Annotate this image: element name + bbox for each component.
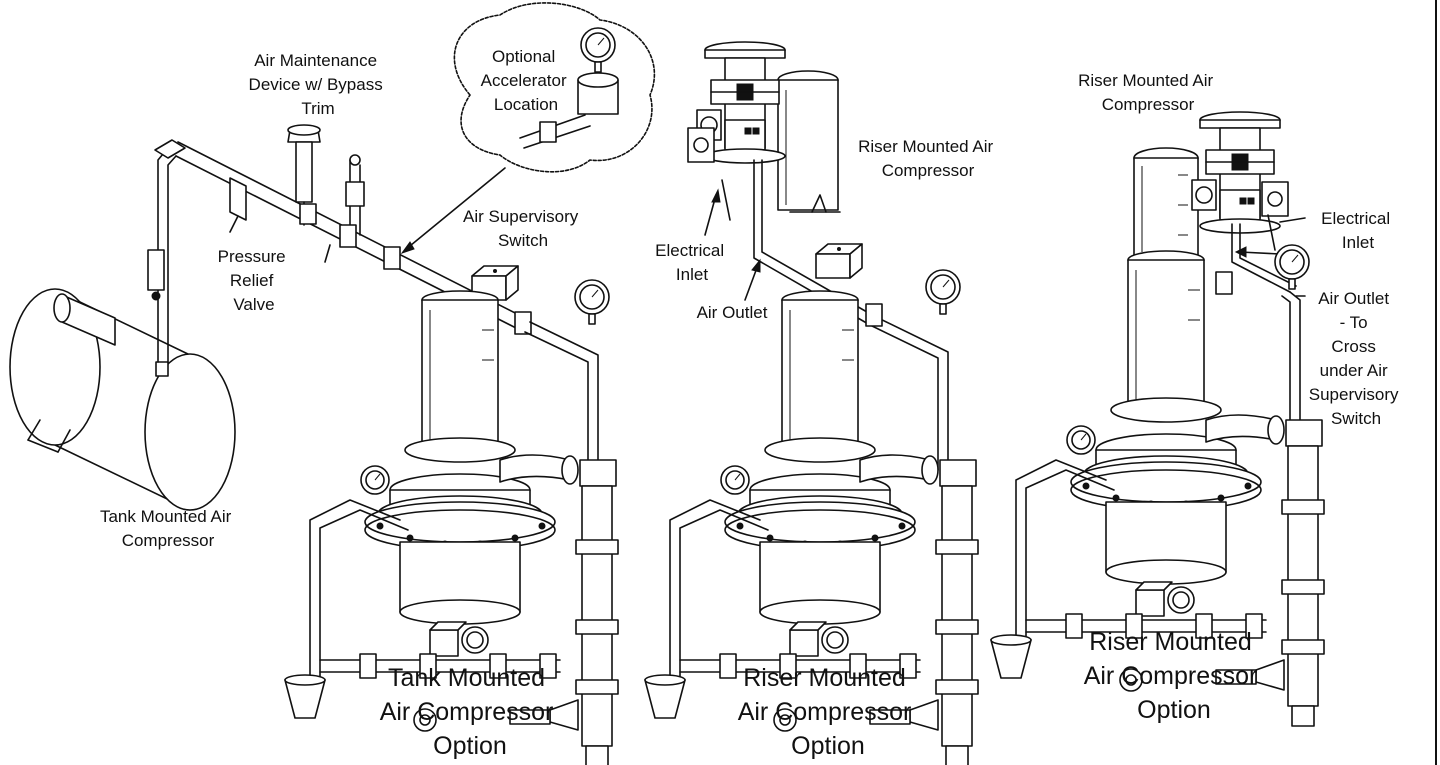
caption-riser-option-mid: Riser Mounted Air Compressor Option [738,664,919,760]
riser-pipe-mid [777,70,841,213]
label-air-outlet-right: Air Outlet - To Cross under Air Supervis… [1309,289,1404,428]
label-electrical-inlet-right: Electrical Inlet [1321,209,1395,252]
label-tank-mounted-compressor: Tank Mounted Air Compressor [100,507,236,550]
riser-mounted-system-mid [644,41,979,765]
label-air-maintenance: Air Maintenance Device w/ Bypass Trim [249,51,388,118]
label-electrical-inlet-mid: Electrical Inlet [655,241,729,284]
label-air-outlet-mid: Air Outlet [697,303,768,322]
tank-mounted-system [9,2,656,765]
callout-labels: Air Maintenance Device w/ Bypass Trim Op… [100,47,1404,550]
riser-column-right [1133,147,1199,259]
label-optional-accelerator: Optional Accelerator Location [481,47,572,114]
caption-riser-option-right: Riser Mounted Air Compressor Option [1084,628,1265,724]
label-air-supervisory-switch: Air Supervisory Switch [463,207,583,250]
label-riser-compressor-mid: Riser Mounted Air Compressor [858,137,998,180]
riser-mounted-system-right [990,111,1325,727]
label-pressure-relief-valve: Pressure Relief Valve [218,247,291,314]
air-tank [9,288,236,511]
label-riser-compressor-right: Riser Mounted Air Compressor [1078,71,1218,114]
accelerator-callout [400,2,656,254]
option-captions: Tank Mounted Air Compressor Option Riser… [380,628,1265,760]
tank-piping [147,124,610,471]
caption-tank-option: Tank Mounted Air Compressor Option [380,664,561,760]
